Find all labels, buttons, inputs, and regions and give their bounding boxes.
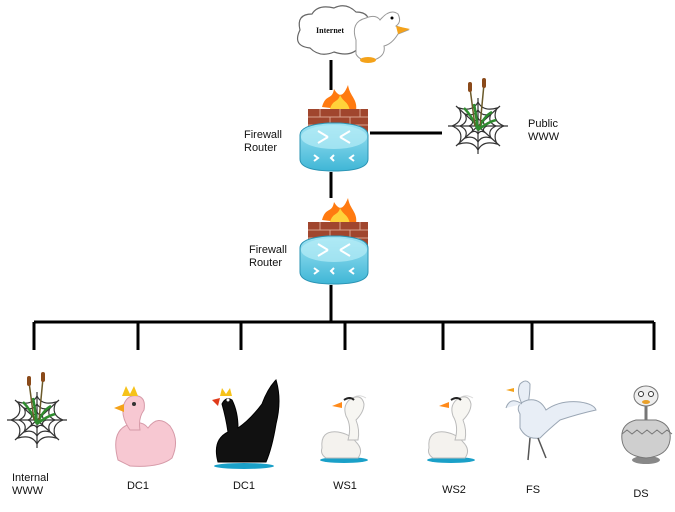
duck-icon [353,11,410,63]
pink-swan-icon [114,386,176,467]
white-swan-ws1-icon [319,394,369,464]
internet-label: Internet [316,26,344,35]
public-www-icon [446,76,510,156]
firewall-top-label: Firewall Router [244,129,282,154]
connection-lines [32,60,656,350]
firewall-router-top-icon [299,84,369,172]
ostrich-egg-icon [621,385,673,464]
fs-label: FS [525,484,541,496]
dc1-black-label: DC1 [232,480,255,492]
dc1-pink-label: DC1 [126,480,149,492]
firewall-router-bottom-icon [299,197,369,285]
internal-www-label: Internal WWW [12,472,49,497]
public-www-label: Public WWW [528,118,560,143]
firewall-bottom-label: Firewall Router [249,244,287,269]
ds-label: DS [633,488,649,500]
ws1-label: WS1 [333,480,357,492]
internal-www-icon [5,370,69,450]
ws2-label: WS2 [442,484,466,496]
black-swan-icon [212,379,280,469]
white-swan-ws2-icon [426,394,476,464]
flying-swan-icon [505,380,597,461]
